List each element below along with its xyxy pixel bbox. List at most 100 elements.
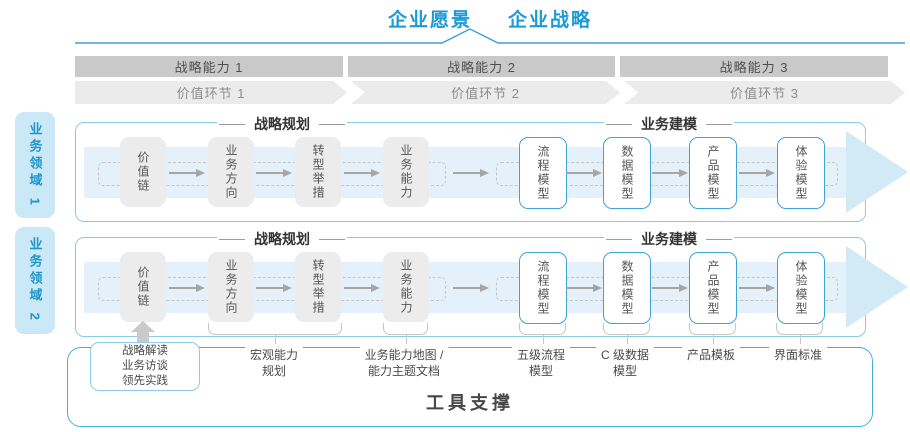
tool-support-container: 工具支撑 bbox=[67, 347, 873, 427]
node-box-label: 转型举措 bbox=[311, 144, 325, 200]
practice-box-line: 战略解读 bbox=[122, 344, 168, 357]
title-rule-right bbox=[706, 238, 732, 240]
modeling-box: 数据模型 bbox=[603, 137, 651, 209]
annotation-line: C 级数据 bbox=[600, 348, 650, 362]
brace-connector bbox=[208, 323, 342, 344]
annotation-line: 规划 bbox=[261, 363, 287, 378]
brace-connector bbox=[776, 323, 823, 344]
domain-label-text: 业务领域 2 bbox=[27, 237, 43, 324]
modeling-box: 产品模型 bbox=[689, 137, 737, 209]
practice-box-line: 领先实践 bbox=[122, 375, 168, 388]
business-domain-lane: 战略规划 业务建模价值链 业务方向 转型举措 业务能力 流程模型 数据模型 产品模型 体验模型 bbox=[75, 229, 908, 337]
flow-arrow-icon bbox=[566, 284, 602, 292]
planning-box: 价值链 bbox=[120, 137, 166, 207]
annotation-text: 五级流程模型 bbox=[511, 346, 571, 382]
flow-arrow-icon bbox=[256, 284, 292, 292]
peak-underline bbox=[75, 28, 905, 44]
node-box-label: 数据模型 bbox=[620, 260, 634, 316]
lane-section-title-text: 业务建模 bbox=[641, 116, 697, 132]
dashed-group-planning bbox=[98, 277, 446, 301]
node-box-label: 流程模型 bbox=[536, 145, 550, 201]
brace-connector bbox=[519, 323, 566, 344]
capability-bar: 战略能力 3 bbox=[620, 56, 888, 77]
capability-bar: 战略能力 1 bbox=[75, 56, 343, 77]
title-rule-right bbox=[706, 123, 732, 125]
lane-section-title-text: 战略规划 bbox=[254, 231, 310, 247]
flow-arrow-icon bbox=[169, 284, 205, 292]
annotation-line: 业务能力地图 / bbox=[364, 348, 444, 362]
domain-label: 业务领域 1 bbox=[15, 112, 55, 218]
title-rule-left bbox=[219, 123, 245, 125]
annotation-text: 宏观能力规划 bbox=[244, 346, 304, 382]
flow-arrow-icon bbox=[739, 169, 775, 177]
node-box-label: 流程模型 bbox=[536, 260, 550, 316]
domain-label: 业务领域 2 bbox=[15, 227, 55, 334]
vision-title: 企业愿景 bbox=[387, 10, 472, 31]
title-rule-left bbox=[606, 238, 632, 240]
flow-arrow-icon bbox=[169, 169, 205, 177]
brace-connector bbox=[689, 323, 736, 344]
modeling-box: 产品模型 bbox=[689, 252, 737, 324]
flow-arrow-icon bbox=[652, 284, 688, 292]
modeling-box: 数据模型 bbox=[603, 252, 651, 324]
node-box-label: 产品模型 bbox=[706, 145, 720, 201]
planning-box: 业务方向 bbox=[208, 252, 254, 322]
top-title: 企业愿景 企业战略 bbox=[75, 5, 905, 32]
node-box-label: 体验模型 bbox=[794, 145, 808, 201]
annotation-text: 业务能力地图 /能力主题文档 bbox=[359, 346, 449, 382]
planning-box: 价值链 bbox=[120, 252, 166, 322]
node-box-label: 业务方向 bbox=[224, 259, 238, 315]
strategy-title: 企业战略 bbox=[508, 10, 593, 31]
node-box-label: 业务方向 bbox=[224, 144, 238, 200]
practice-box: 战略解读业务访谈领先实践 bbox=[90, 342, 200, 391]
annotation-line: 能力主题文档 bbox=[367, 363, 441, 378]
annotation-text: 产品模板 bbox=[681, 346, 741, 366]
flow-arrow-icon bbox=[739, 284, 775, 292]
flow-arrow-icon bbox=[566, 169, 602, 177]
title-rule-right bbox=[319, 238, 345, 240]
dashed-group-modeling bbox=[496, 162, 838, 186]
lane-section-title: 战略规划 bbox=[217, 114, 347, 134]
node-box-label: 数据模型 bbox=[620, 145, 634, 201]
node-box-label: 转型举措 bbox=[311, 259, 325, 315]
capability-bar: 战略能力 2 bbox=[348, 56, 615, 77]
flow-arrowhead-icon bbox=[846, 246, 908, 328]
flow-arrow-icon bbox=[256, 169, 292, 177]
value-chain-bar: 价值环节 2 bbox=[351, 81, 620, 104]
modeling-box: 体验模型 bbox=[777, 137, 825, 209]
flow-arrow-icon bbox=[453, 284, 489, 292]
node-box-label: 业务能力 bbox=[399, 259, 413, 315]
flow-arrow-icon bbox=[344, 169, 380, 177]
annotation-line: 产品模板 bbox=[686, 348, 736, 362]
node-box-label: 价值链 bbox=[136, 151, 150, 193]
lane-section-title-text: 业务建模 bbox=[641, 231, 697, 247]
value-chain-bar: 价值环节 1 bbox=[75, 81, 347, 104]
lane-section-title: 业务建模 bbox=[604, 114, 734, 134]
up-arrow-icon bbox=[131, 321, 155, 332]
modeling-box: 体验模型 bbox=[777, 252, 825, 324]
annotation-line: 界面标准 bbox=[773, 348, 823, 362]
annotation-line: 模型 bbox=[612, 363, 638, 378]
planning-box: 转型举措 bbox=[295, 252, 341, 322]
lane-section-title: 战略规划 bbox=[217, 229, 347, 249]
planning-box: 业务能力 bbox=[383, 137, 429, 207]
node-box-label: 体验模型 bbox=[794, 260, 808, 316]
annotation-line: 宏观能力 bbox=[249, 348, 299, 362]
annotation-text: C 级数据模型 bbox=[595, 346, 655, 382]
planning-box: 业务方向 bbox=[208, 137, 254, 207]
title-rule-left bbox=[219, 238, 245, 240]
annotation-text: 界面标准 bbox=[768, 346, 828, 366]
node-box-label: 价值链 bbox=[136, 266, 150, 308]
value-chain-bar: 价值环节 3 bbox=[624, 81, 905, 104]
dashed-group-planning bbox=[98, 162, 446, 186]
title-rule-left bbox=[606, 123, 632, 125]
brace-connector bbox=[383, 323, 428, 344]
title-rule-right bbox=[319, 123, 345, 125]
flow-arrow-icon bbox=[453, 169, 489, 177]
business-domain-lane: 战略规划 业务建模价值链 业务方向 转型举措 业务能力 流程模型 数据模型 产品模型 体验模型 bbox=[75, 114, 908, 222]
domain-label-text: 业务领域 1 bbox=[27, 121, 43, 209]
brace-connector bbox=[603, 323, 650, 344]
flow-arrow-icon bbox=[652, 169, 688, 177]
node-box-label: 产品模型 bbox=[706, 260, 720, 316]
